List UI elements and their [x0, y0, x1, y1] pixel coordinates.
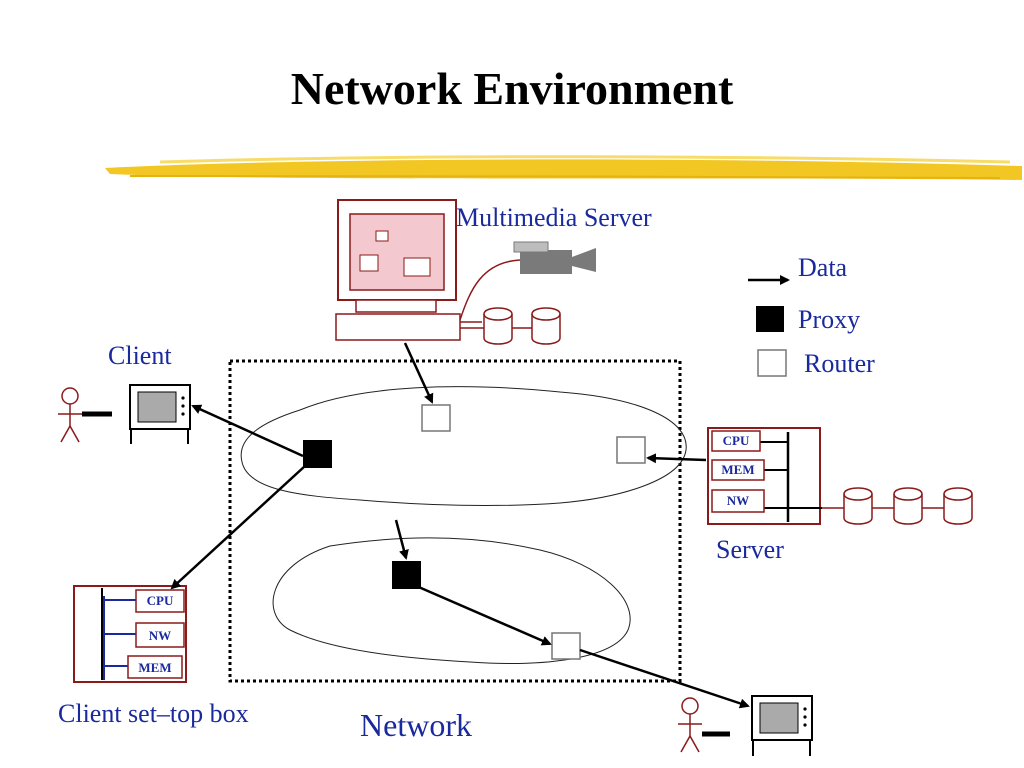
server-cable — [459, 259, 521, 323]
router-icon — [421, 404, 451, 432]
disk-icon — [822, 487, 973, 525]
tv-monitor-icon — [751, 695, 813, 756]
legend: Data Proxy Router — [748, 253, 875, 378]
proxy-icon — [392, 561, 421, 589]
router-icon — [616, 436, 646, 464]
set-top-box: CPU NW MEM — [73, 585, 187, 683]
client-label: Client — [108, 341, 172, 370]
proxy-icon — [303, 440, 332, 468]
workstation-icon — [335, 199, 461, 341]
network-cloud-upper — [240, 386, 687, 507]
tv-monitor-icon — [129, 384, 191, 444]
data-flows — [170, 342, 750, 709]
server-nw-label: NW — [727, 493, 749, 508]
legend-proxy-label: Proxy — [798, 305, 860, 334]
router-icon — [551, 632, 581, 660]
settop-mem-label: MEM — [138, 660, 171, 675]
settop-cpu-label: CPU — [147, 593, 174, 608]
client-set-top-box-label: Client set–top box — [58, 699, 249, 728]
server-box: CPU MEM NW — [707, 427, 822, 525]
settop-nw-label: NW — [149, 628, 171, 643]
person-icon — [58, 387, 82, 443]
router-icon — [757, 349, 787, 377]
title-underline-highlight — [105, 155, 1022, 180]
legend-data-label: Data — [798, 253, 848, 282]
disk-icon — [460, 307, 561, 345]
proxy-icon — [756, 306, 784, 332]
legend-router-label: Router — [804, 349, 875, 378]
network-boundary — [228, 359, 682, 683]
server-label: Server — [716, 535, 784, 564]
person-icon — [678, 697, 702, 753]
multimedia-server-label: Multimedia Server — [456, 203, 652, 232]
server-mem-label: MEM — [721, 462, 754, 477]
server-cpu-label: CPU — [723, 433, 750, 448]
slide-title: Network Environment — [290, 63, 734, 114]
video-camera-icon — [513, 241, 596, 274]
network-label: Network — [360, 707, 472, 743]
